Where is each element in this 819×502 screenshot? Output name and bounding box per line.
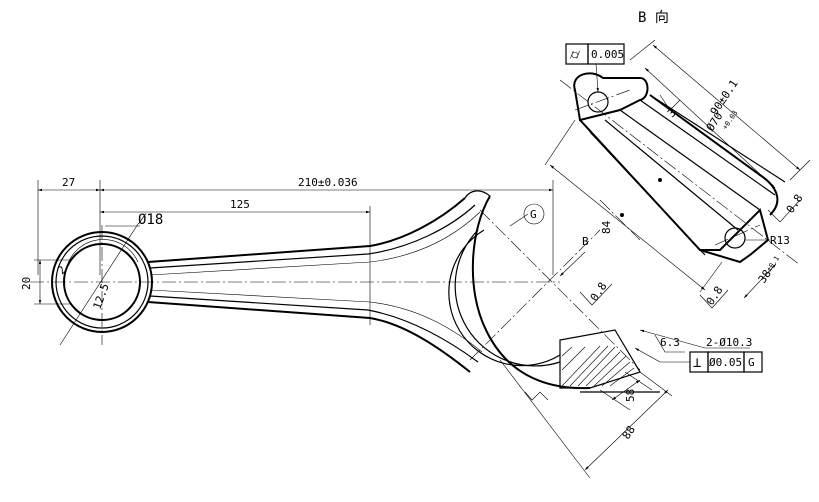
dim-20: 20	[20, 277, 33, 290]
dim-small-bore: Ø18	[138, 212, 163, 228]
section-b-label: B	[582, 235, 589, 248]
section-b-arrow: B	[559, 235, 589, 277]
datum-g-label: G	[530, 208, 537, 221]
dim-70: Ø70	[704, 110, 726, 134]
bolt-annotations: 0.8 6.3 2-Ø10.3 ⊥ Ø0.05 G 58 88	[499, 280, 763, 479]
dim-125: 125	[230, 198, 250, 211]
cylindricity-frame: ⌭ 0.005	[565, 43, 625, 93]
cylindricity-symbol: ⌭	[570, 47, 580, 63]
horizontal-dimensions: 27 210±0.036 125 Ø18	[37, 176, 554, 275]
dim-58: 58	[624, 389, 637, 402]
section-hatch	[561, 345, 635, 387]
perp-datum: G	[748, 356, 755, 369]
b-view: B 向 90±0.1 Ø70 +0.03 84 38	[544, 10, 811, 309]
perp-value: Ø0.05	[709, 356, 742, 369]
cylindricity-value: 0.005	[591, 48, 624, 61]
dim-27: 27	[62, 176, 75, 189]
dim-88: 88	[620, 423, 638, 441]
rough-08-b: 0.8	[704, 284, 726, 308]
dim-84: 84	[600, 220, 613, 234]
dim-38: 38	[756, 267, 774, 285]
rod-shank	[147, 190, 491, 373]
rough-08-c: 0.8	[588, 280, 610, 304]
dim-38-tol: ±0.1	[765, 255, 781, 273]
rough-63: 6.3	[660, 336, 680, 349]
rough-08-a: 0.8	[784, 192, 806, 216]
datum-g-flag: G	[509, 203, 545, 227]
bolt-holes-label: 2-Ø10.3	[706, 336, 752, 349]
dim-r13: R13	[770, 234, 790, 247]
dim-70-tol: +0.03	[721, 109, 739, 131]
b-view-title: B 向	[638, 10, 669, 26]
small-end	[30, 223, 560, 346]
dim-12-5: 12.5	[91, 282, 112, 311]
dim-210: 210±0.036	[298, 176, 358, 189]
big-end	[448, 195, 660, 401]
perp-symbol: ⊥	[693, 355, 701, 371]
